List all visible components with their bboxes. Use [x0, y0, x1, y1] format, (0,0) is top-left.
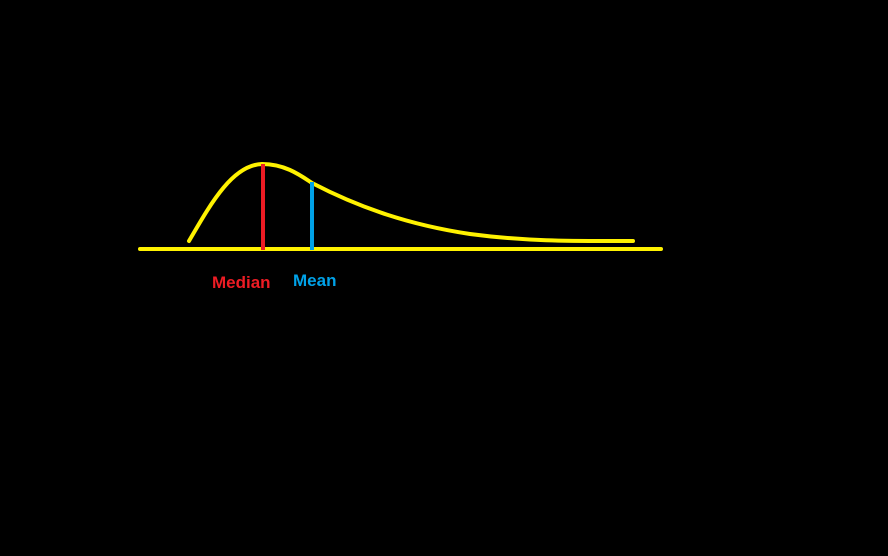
median-label: Median — [212, 273, 271, 292]
distribution-curve — [187, 162, 635, 244]
mean-label: Mean — [293, 271, 336, 290]
